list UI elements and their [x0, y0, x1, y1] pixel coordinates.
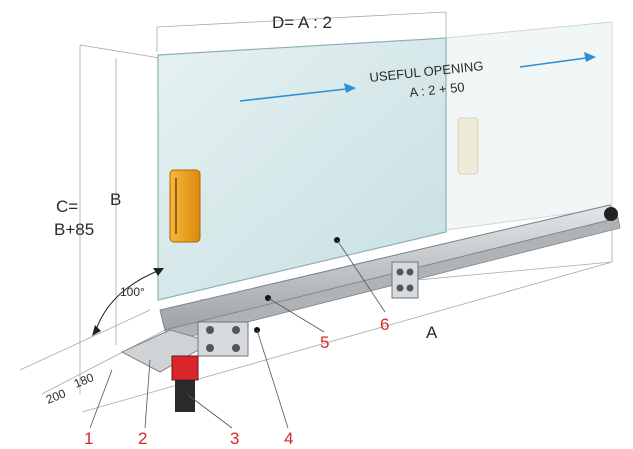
callout-4: 4 [284, 429, 293, 448]
callout-3: 3 [230, 429, 239, 448]
width-dimension-label: D= A : 2 [272, 13, 332, 32]
callout-1: 1 [84, 429, 93, 448]
length-label: A [426, 323, 438, 342]
safety-switch-body [175, 380, 195, 412]
safety-switch [171, 355, 199, 381]
callout-5: 5 [320, 333, 329, 352]
height-inner-label: B [110, 190, 121, 209]
height-outer-label-line1: C= [56, 197, 78, 216]
arrowhead [153, 268, 164, 276]
depth-label-200: 200 [44, 386, 68, 407]
carriage-left [197, 321, 249, 357]
callout-2: 2 [138, 429, 147, 448]
door-handle [169, 169, 201, 243]
callout-6: 6 [380, 315, 389, 334]
useful-opening-formula: A : 2 + 50 [409, 79, 466, 100]
carriage-right [391, 261, 419, 299]
glass-panel [157, 37, 447, 301]
angle-arc [95, 269, 161, 331]
callout-leaders [89, 239, 386, 429]
arrow-right-icon [239, 83, 356, 102]
height-outer-label-line2: B+85 [54, 220, 94, 239]
depth-label-180: 180 [72, 370, 96, 391]
arrowhead [92, 325, 101, 336]
ghost-handle [457, 117, 479, 175]
angle-label: 100° [120, 285, 145, 299]
rail-end-cap [604, 207, 618, 221]
arrow-right-icon [519, 52, 596, 68]
